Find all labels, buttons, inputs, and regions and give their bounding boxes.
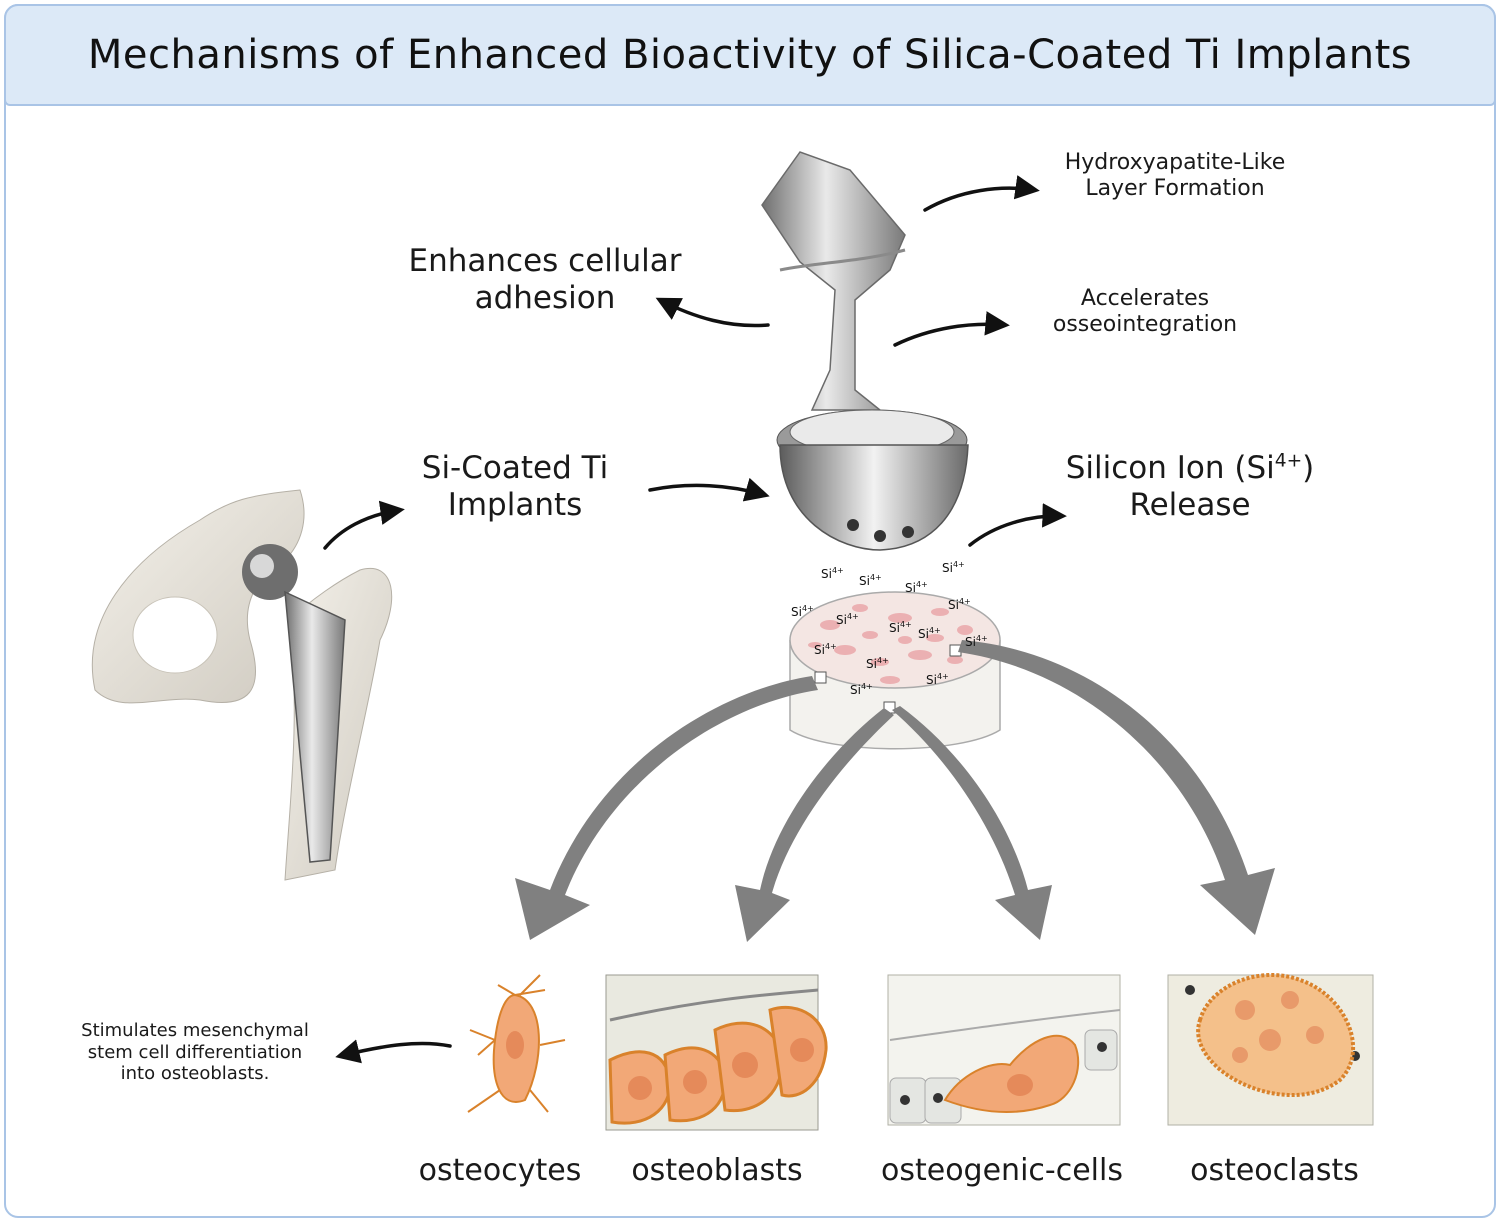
cell-label-osteocytes: osteocytes xyxy=(418,1153,582,1188)
si-ion-label: Si4+ xyxy=(948,597,971,612)
si-ion-label: Si4+ xyxy=(836,612,859,627)
si-ion-label: Si4+ xyxy=(918,626,941,641)
si-ion-label: Si4+ xyxy=(859,573,882,588)
label-arrows xyxy=(323,175,1067,1064)
hydroxyapatite-label: Hydroxyapatite-Like Layer Formation xyxy=(1064,150,1286,202)
osteoclasts-illustration xyxy=(1167,973,1374,1126)
si-coated-implant-illustration xyxy=(761,151,969,551)
hip-implant-illustration xyxy=(91,489,393,881)
msc-differentiation-label: Stimulates mesenchymal stem cell differe… xyxy=(81,1020,309,1085)
osseointegration-label: Accelerates osseointegration xyxy=(1052,286,1238,338)
title-bar: Mechanisms of Enhanced Bioactivity of Si… xyxy=(4,4,1496,106)
bone-tissue-disk xyxy=(789,591,1001,750)
cell-label-osteoblasts: osteoblasts xyxy=(631,1153,803,1188)
osteoblasts-illustration xyxy=(605,974,828,1131)
ion-release-label: Silicon Ion (Si4+) Release xyxy=(1065,450,1315,524)
si-ion-label: Si4+ xyxy=(814,642,837,657)
si-ion-label: Si4+ xyxy=(926,672,949,687)
implants-label: Si-Coated Ti Implants xyxy=(421,450,609,524)
si-ion-label: Si4+ xyxy=(965,634,988,649)
si-ion-label: Si4+ xyxy=(791,604,814,619)
osteocyte-illustration xyxy=(467,974,566,1113)
cell-label-osteogenic-cells: osteogenic-cells xyxy=(881,1153,1123,1188)
si-ion-label: Si4+ xyxy=(942,560,965,575)
adhesion-label: Enhances cellular adhesion xyxy=(408,243,682,317)
si-ion-label: Si4+ xyxy=(905,580,928,595)
si-ion-label: Si4+ xyxy=(866,656,889,671)
osteogenic-cells-illustration xyxy=(887,974,1121,1126)
cell-pathway-arrows xyxy=(515,640,1275,942)
si-ion-label: Si4+ xyxy=(889,620,912,635)
figure-title: Mechanisms of Enhanced Bioactivity of Si… xyxy=(87,32,1413,78)
si-ion-label: Si4+ xyxy=(850,682,873,697)
cell-label-osteoclasts: osteoclasts xyxy=(1190,1153,1359,1188)
si-ion-label: Si4+ xyxy=(821,566,844,581)
